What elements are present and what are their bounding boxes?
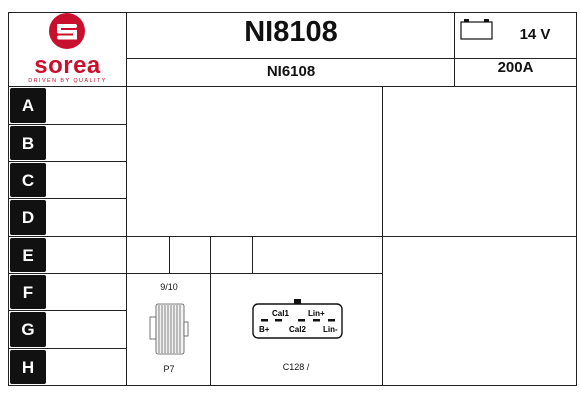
pin-label-cal2: Cal2 [289, 325, 306, 334]
battery-icon [460, 19, 493, 40]
row-label-a: A [21, 96, 35, 115]
pulley-code: P7 [163, 364, 175, 374]
row-label-g: G [21, 320, 35, 339]
row-label-f: F [22, 283, 34, 302]
pin-label-b-plus: B+ [259, 325, 270, 334]
row-label-d: D [21, 208, 35, 227]
brand-logo: sorea DRIVEN BY QUALITY [10, 12, 125, 84]
pin-label-cal1: Cal1 [272, 309, 289, 318]
amperage-value: 200A [497, 59, 534, 76]
row-label-b: B [21, 134, 35, 153]
row-label-h: H [21, 358, 35, 377]
row-label-e: E [22, 246, 34, 265]
brand-name: sorea [34, 52, 101, 79]
pulley-icon [149, 303, 189, 355]
pulley-grooves: 9/10 [160, 282, 178, 292]
part-number: NI8108 [244, 16, 338, 48]
row-label-c: C [21, 171, 35, 190]
sorea-logo-icon [49, 13, 85, 49]
alt-reference: NI6108 [266, 63, 316, 80]
voltage-value: 14 V [519, 26, 551, 43]
connector-icon: Cal1 Lin+ B+ Cal2 Lin- [252, 299, 343, 339]
connector-code: C128 / [282, 362, 310, 372]
pin-label-lin-minus: Lin- [323, 325, 338, 334]
brand-tagline: DRIVEN BY QUALITY [28, 78, 107, 84]
pin-label-lin-plus: Lin+ [308, 309, 325, 318]
